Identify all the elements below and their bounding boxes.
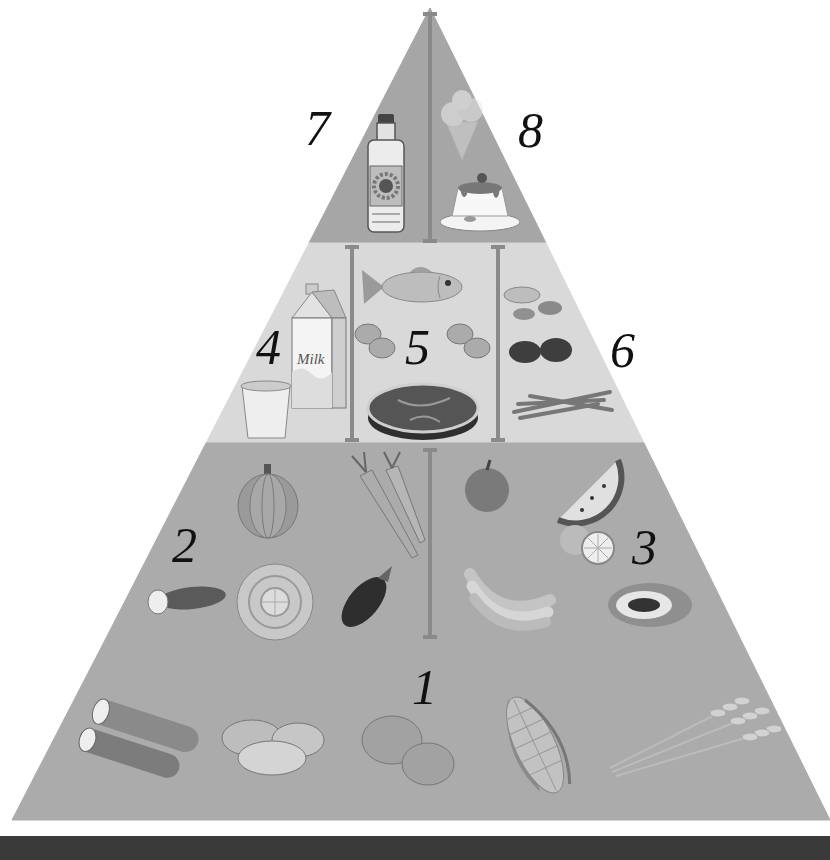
cucumber-part (148, 590, 168, 614)
oil-bottle-part (372, 213, 400, 215)
yogurt-cup-part (242, 386, 290, 438)
wheat-part-part (722, 703, 738, 711)
cabbage (237, 564, 313, 640)
apple-part (465, 468, 509, 512)
milk-carton-part (332, 318, 346, 408)
oil-bottle-part (368, 140, 404, 232)
nuts-part (513, 308, 535, 320)
food-group-band: 1 (12, 640, 830, 820)
pudding-part (462, 190, 498, 196)
divider-lines-part (428, 14, 432, 241)
papaya-part (628, 598, 660, 612)
divider-lines-part (423, 239, 437, 243)
food-group-band: 6 (498, 243, 644, 443)
nuts-part (504, 287, 540, 303)
papaya-part (608, 583, 692, 627)
band-fill (105, 443, 430, 640)
steak-part (398, 398, 450, 422)
group-number: 2 (172, 520, 497, 570)
ice-cream-part (452, 90, 472, 110)
group-number: 8 (518, 105, 634, 155)
food-group-band: 7 (305, 8, 430, 243)
yogurt-cup-part (241, 381, 291, 391)
label-holder: Milk (297, 352, 325, 367)
oil-bottle-part (370, 166, 402, 206)
divider-lines-part (345, 438, 359, 442)
pudding-part (477, 173, 487, 183)
group-number: 7 (305, 103, 430, 153)
pudding-part (464, 216, 476, 222)
divider-lines-part (428, 450, 432, 637)
milk-carton-part (292, 368, 332, 408)
wheat-part-part (730, 717, 746, 725)
group-number: 1 (412, 662, 830, 712)
bread-part (238, 741, 306, 775)
pumpkin-part (250, 474, 286, 538)
food-group-band: 3 (430, 443, 741, 640)
band-shape (430, 443, 741, 640)
potatoes-part (402, 743, 454, 785)
band-shape (105, 443, 430, 640)
food-group-band: 5 (352, 243, 498, 443)
orange-part (584, 534, 612, 562)
steak-part (368, 384, 478, 432)
food-group-band: 4 (206, 243, 352, 443)
divider-lines-part (423, 635, 437, 639)
group-number: 6 (610, 325, 756, 375)
watermelon-part (580, 508, 584, 512)
divider-lines-part (496, 247, 500, 440)
eggs-part (464, 338, 490, 358)
wheat-part-part (710, 709, 726, 717)
cabbage-part (261, 588, 289, 616)
divider-lines-part (423, 12, 437, 16)
carton-label: Milk (297, 352, 325, 367)
group-number: 4 (256, 322, 402, 372)
nuts-part (538, 301, 562, 315)
wheat-part-part (734, 697, 750, 705)
watermelon-part (602, 484, 606, 488)
base-bar (0, 836, 830, 860)
kidney-beans-part (509, 341, 541, 363)
steak (368, 384, 478, 440)
divider-lines-part (491, 245, 505, 249)
yogurt-cup (241, 381, 291, 438)
divider-lines-part (491, 438, 505, 442)
pumpkin-part (262, 474, 274, 538)
fish-part (445, 280, 451, 286)
oil-bottle-part (374, 174, 398, 198)
papaya (608, 583, 692, 627)
band-fill (430, 443, 741, 640)
cabbage-part (249, 576, 301, 628)
divider-lines-part (345, 245, 359, 249)
fish-part (382, 272, 462, 302)
watermelon-part (590, 496, 594, 500)
cabbage-part (261, 588, 289, 616)
fish-part (438, 276, 440, 298)
papaya-part (616, 591, 672, 619)
orange-part (582, 532, 614, 564)
wheat-part-part (742, 733, 758, 741)
group-number: 5 (405, 322, 551, 372)
food-group-band: 2 (105, 443, 430, 640)
pumpkin-part (238, 474, 298, 538)
food-group-band: 8 (430, 8, 546, 243)
eggs-part (369, 338, 395, 358)
oil-bottle-part (379, 179, 393, 193)
group-number: 3 (632, 522, 830, 572)
divider-lines-part (423, 448, 437, 452)
divider-lines-part (350, 247, 354, 440)
kidney-beans-part (540, 338, 572, 362)
milk-carton-part (292, 318, 332, 408)
oil-bottle-part (372, 221, 400, 223)
cabbage-part (237, 564, 313, 640)
